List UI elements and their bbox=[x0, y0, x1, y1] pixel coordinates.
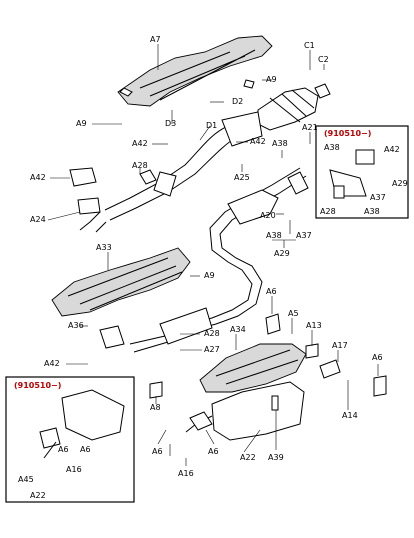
label-a42-2: A42 bbox=[250, 137, 266, 146]
label-a28-2: A28 bbox=[204, 329, 220, 338]
inset-right-parts bbox=[329, 149, 375, 199]
inset-label-a29: A29 bbox=[392, 179, 408, 188]
label-a7: A7 bbox=[150, 35, 161, 44]
inset-label-a38b: A38 bbox=[364, 207, 380, 216]
inset-label-a37: A37 bbox=[370, 193, 386, 202]
catalytic-converter bbox=[257, 83, 331, 131]
label-a6-4: A6 bbox=[208, 447, 219, 456]
inset-label-a45: A45 bbox=[18, 475, 34, 484]
label-a6-2: A6 bbox=[372, 353, 383, 362]
inset-label-a42: A42 bbox=[384, 145, 400, 154]
label-a24: A24 bbox=[30, 215, 46, 224]
heat-shield-lower bbox=[51, 247, 191, 317]
inset-label-a22: A22 bbox=[30, 491, 46, 500]
label-a22-right: A22 bbox=[240, 453, 256, 462]
label-a39: A39 bbox=[268, 453, 284, 462]
inset-right-date: (910510−) bbox=[324, 129, 371, 138]
label-a25: A25 bbox=[234, 173, 250, 182]
inset-left-labels: (910510−) A6 A6 A16 A45 A22 bbox=[14, 381, 91, 500]
label-a14: A14 bbox=[342, 411, 358, 420]
part-labels: A7 C1 C2 A9 D2 A9 D3 D1 A42 A42 A28 A25 … bbox=[30, 35, 383, 478]
label-a9-top: A9 bbox=[266, 75, 277, 84]
front-pipe bbox=[69, 111, 263, 233]
label-a27: A27 bbox=[204, 345, 220, 354]
leader-lines bbox=[47, 44, 379, 466]
label-a33: A33 bbox=[96, 243, 112, 252]
label-d3: D3 bbox=[165, 119, 176, 128]
label-a34: A34 bbox=[230, 325, 246, 334]
label-a29: A29 bbox=[274, 249, 290, 258]
label-a17: A17 bbox=[332, 341, 348, 350]
label-a5: A5 bbox=[288, 309, 299, 318]
intermediate-pipe bbox=[99, 167, 309, 353]
inset-left-date: (910510−) bbox=[14, 381, 61, 390]
label-c2: C2 bbox=[318, 55, 329, 64]
inset-label-a38: A38 bbox=[324, 143, 340, 152]
inset-label-a6a: A6 bbox=[58, 445, 69, 454]
label-d2: D2 bbox=[232, 97, 243, 106]
label-a6-1: A6 bbox=[266, 287, 277, 296]
heat-shield-upper bbox=[117, 35, 273, 107]
muffler-heat-shield bbox=[199, 343, 307, 393]
inset-box-right bbox=[315, 125, 409, 219]
label-a36: A36 bbox=[68, 321, 84, 330]
label-a9-mid: A9 bbox=[204, 271, 215, 280]
label-a21: A21 bbox=[302, 123, 318, 132]
inset-box-left bbox=[5, 376, 135, 503]
label-a37: A37 bbox=[296, 231, 312, 240]
label-d1: D1 bbox=[206, 121, 217, 130]
label-a42-left: A42 bbox=[30, 173, 46, 182]
small-parts bbox=[119, 79, 387, 411]
label-a16-right: A16 bbox=[178, 469, 194, 478]
label-c1: C1 bbox=[304, 41, 315, 50]
label-a28-1: A28 bbox=[132, 161, 148, 170]
label-a13: A13 bbox=[306, 321, 322, 330]
inset-label-a28: A28 bbox=[320, 207, 336, 216]
inset-label-a6b: A6 bbox=[80, 445, 91, 454]
inset-left-parts bbox=[39, 389, 125, 459]
label-a8: A8 bbox=[150, 403, 161, 412]
label-a38-1: A38 bbox=[272, 139, 288, 148]
rear-muffler bbox=[185, 381, 305, 441]
inset-right-labels: (910510−) A38 A42 A29 A37 A28 A38 bbox=[320, 129, 408, 216]
label-a9-left: A9 bbox=[76, 119, 87, 128]
label-a6-3: A6 bbox=[152, 447, 163, 456]
inset-label-a16: A16 bbox=[66, 465, 82, 474]
label-a38-2: A38 bbox=[266, 231, 282, 240]
label-a42-1: A42 bbox=[132, 139, 148, 148]
label-a20: A20 bbox=[260, 211, 276, 220]
label-a42-bottom: A42 bbox=[44, 359, 60, 368]
